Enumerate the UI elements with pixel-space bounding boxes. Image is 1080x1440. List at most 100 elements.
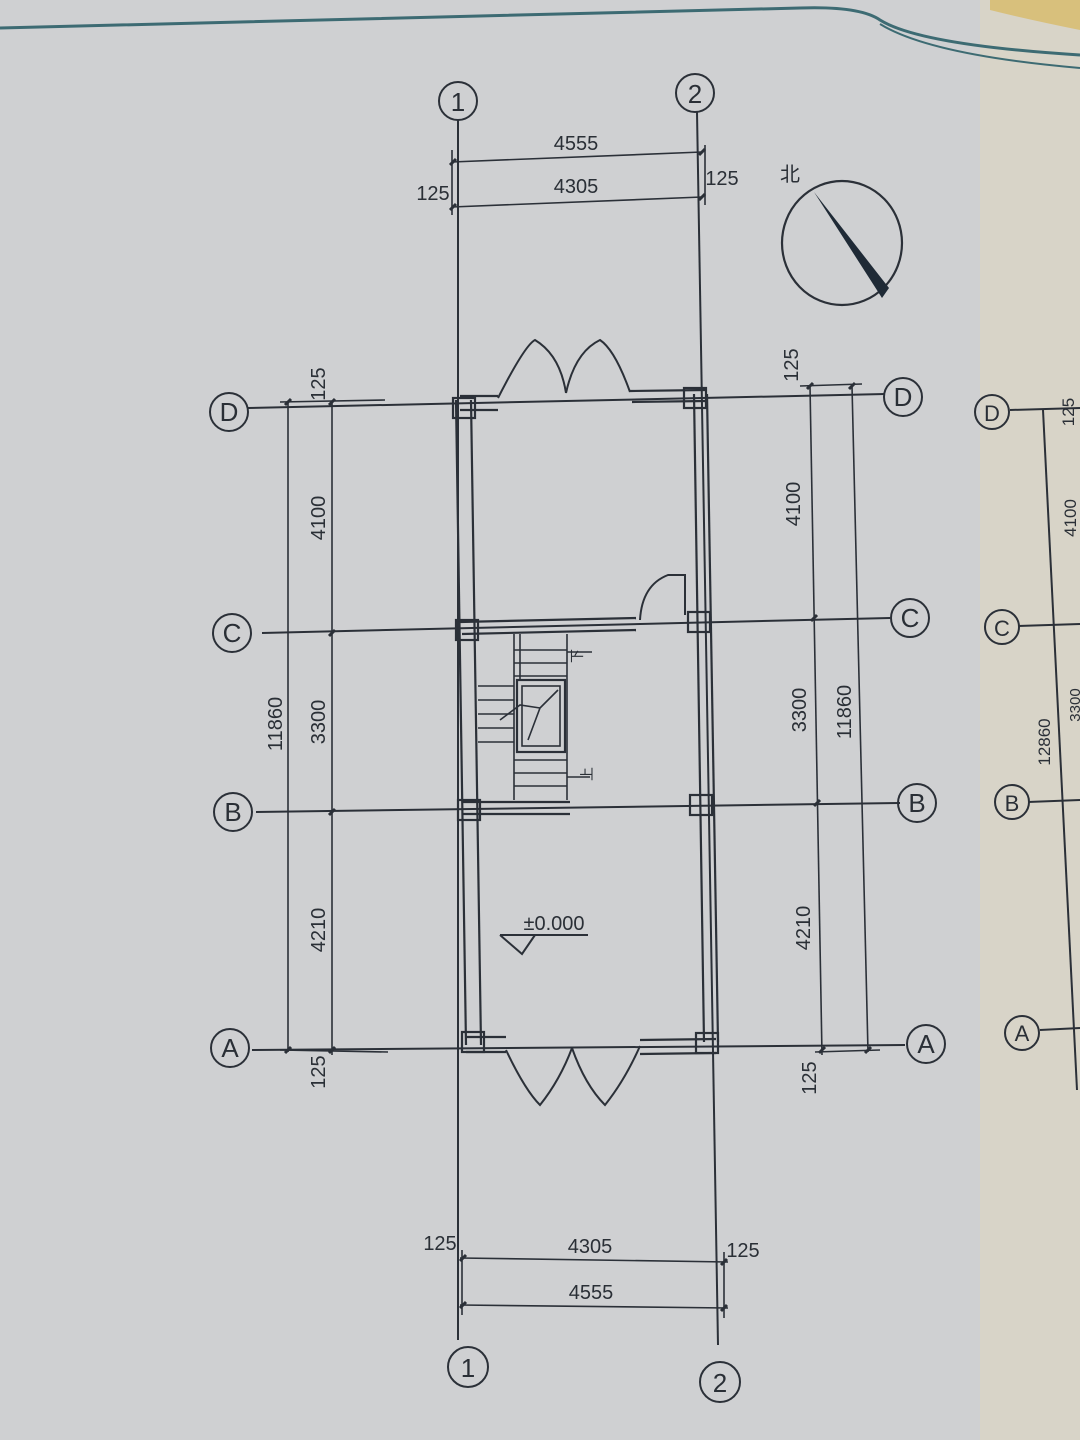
- horizontal-dimension-labels: 4555 4305 125 125 4305 4555 125 125: [416, 133, 759, 1304]
- dim-tick: [863, 1045, 873, 1055]
- dim-label-top-left-edge: 125: [416, 183, 449, 205]
- dimension-ticks: [283, 147, 873, 1313]
- dim-label-right-bottom-edge: 125: [799, 1061, 821, 1094]
- north-label: 北: [780, 162, 800, 186]
- axis-bubble-A-right: [906, 1024, 946, 1064]
- dim-label-top-right-edge: 125: [705, 168, 738, 190]
- vertical-dimension-labels: 125 4100 3300 4210 11860 125 125 4100 33…: [265, 348, 1080, 1094]
- dim-right-overall: [851, 385, 869, 1053]
- dim-label-left-overall: 11860: [265, 697, 287, 751]
- columns: [451, 386, 720, 1055]
- dim-tick: [327, 1045, 337, 1055]
- dim-tick: [283, 397, 293, 407]
- axis-label-D-left: D: [220, 397, 239, 427]
- dim-label-left-span-BC: 3300: [308, 700, 330, 745]
- axis-bubbles: [209, 73, 1040, 1403]
- dim-label-right-top-edge: 125: [781, 348, 803, 381]
- axis-bubble-D-partial: [974, 394, 1010, 430]
- dim-label-partial-span-BC: 3300: [1067, 688, 1080, 721]
- doors: [497, 338, 686, 1107]
- axis-bubble-2-top: [675, 73, 715, 113]
- door-C-swing: [639, 574, 686, 621]
- dim-tick: [805, 381, 815, 391]
- axis-label-C-partial: C: [994, 616, 1010, 641]
- column-1A: [460, 1030, 486, 1054]
- dim-label-bottom-left-edge: 125: [423, 1233, 456, 1255]
- dim-label-right-span-BC: 3300: [789, 688, 811, 733]
- dim-tick: [817, 1045, 827, 1055]
- dim-label-right-span-AB: 4210: [793, 906, 815, 951]
- door-bottom-left-leaf: [505, 1047, 573, 1107]
- dim-tick: [809, 613, 819, 623]
- dim-label-partial-top-edge: 125: [1059, 398, 1078, 426]
- dim-bottom-overall: [459, 1304, 729, 1309]
- axis-bubble-A-partial: [1004, 1015, 1040, 1051]
- axis-label-A-right: A: [917, 1029, 935, 1059]
- axis-bubble-C-right: [890, 598, 930, 638]
- dim-label-left-bottom-edge: 125: [308, 1055, 330, 1088]
- level-marker-triangle: [499, 934, 536, 956]
- axis-bubble-B-right: [897, 783, 937, 823]
- floor-level-label: ±0.000: [523, 913, 584, 935]
- north-arrow-circle: [780, 179, 904, 307]
- axis-label-C-left: C: [223, 618, 242, 648]
- axis-label-A-left: A: [221, 1033, 239, 1063]
- column-2D: [682, 386, 708, 410]
- partial-axis-line-D: [1009, 407, 1080, 411]
- wall-left-outer: [454, 399, 468, 1046]
- dim-tick: [719, 1257, 729, 1267]
- partial-axis-line-C: [1017, 623, 1080, 627]
- axis-bubble-1-bottom: [447, 1346, 489, 1388]
- axis-bubble-2-bottom: [699, 1361, 741, 1403]
- sheet-border-line-inner: [879, 23, 1080, 69]
- dim-tick: [327, 397, 337, 407]
- axis-label-1-top: 1: [451, 87, 465, 117]
- dim-tick: [283, 1045, 293, 1055]
- dim-tick: [697, 192, 707, 202]
- axis-label-1-bottom: 1: [461, 1353, 475, 1383]
- column-2A: [694, 1031, 720, 1055]
- axis-bubble-1-top: [438, 81, 478, 121]
- dim-label-bottom-overall: 4555: [569, 1282, 614, 1304]
- wall-top-right-b: [631, 399, 707, 404]
- axis-bubble-B-partial: [994, 784, 1030, 820]
- dim-label-left-span-AB: 4210: [308, 908, 330, 953]
- staircase: [478, 634, 592, 800]
- wall-right-inner: [692, 393, 706, 1043]
- axis-label-D-right: D: [894, 382, 913, 412]
- wall-bottom-right-a: [639, 1037, 717, 1042]
- dim-tick: [847, 381, 857, 391]
- stair-direction-line-b: [499, 704, 541, 721]
- partial-dimension-line: [1042, 409, 1078, 1091]
- axis-bubble-C-partial: [984, 609, 1020, 645]
- column-2B: [688, 793, 714, 817]
- dim-tick: [812, 798, 822, 808]
- column-1C: [454, 618, 480, 642]
- axis-label-A-partial: A: [1015, 1021, 1030, 1046]
- axis-label-C-right: C: [901, 603, 920, 633]
- door-top-left-leaf: [497, 338, 567, 399]
- dim-label-partial-span-CD: 4100: [1061, 499, 1080, 537]
- north-arrow: [780, 179, 904, 307]
- wall-left-inner: [469, 399, 483, 1046]
- wall-right-outer: [705, 393, 720, 1043]
- corner-tape: [990, 0, 1080, 30]
- axis-label-B-left: B: [224, 797, 241, 827]
- axis-label-D-partial: D: [984, 401, 1000, 426]
- dim-top-overall: [451, 151, 703, 163]
- dim-label-top-overall: 4555: [554, 133, 599, 155]
- axis-line-C: [261, 617, 891, 634]
- axis-line-A: [251, 1044, 906, 1051]
- adjacent-sheet: [980, 0, 1080, 1440]
- dim-label-right-overall: 11860: [834, 685, 856, 739]
- axis-line-D: [247, 393, 886, 409]
- wall-C-b: [461, 628, 637, 636]
- axis-label-2-bottom: 2: [713, 1368, 727, 1398]
- axis-bubble-D-left: [209, 392, 249, 432]
- column-1B: [456, 798, 482, 822]
- north-arrow-needle-icon: [814, 192, 889, 298]
- axis-labels: 1 2 1 2 D D D C C C B B B A A A: [220, 79, 1030, 1398]
- dim-label-bottom-right-edge: 125: [726, 1240, 759, 1262]
